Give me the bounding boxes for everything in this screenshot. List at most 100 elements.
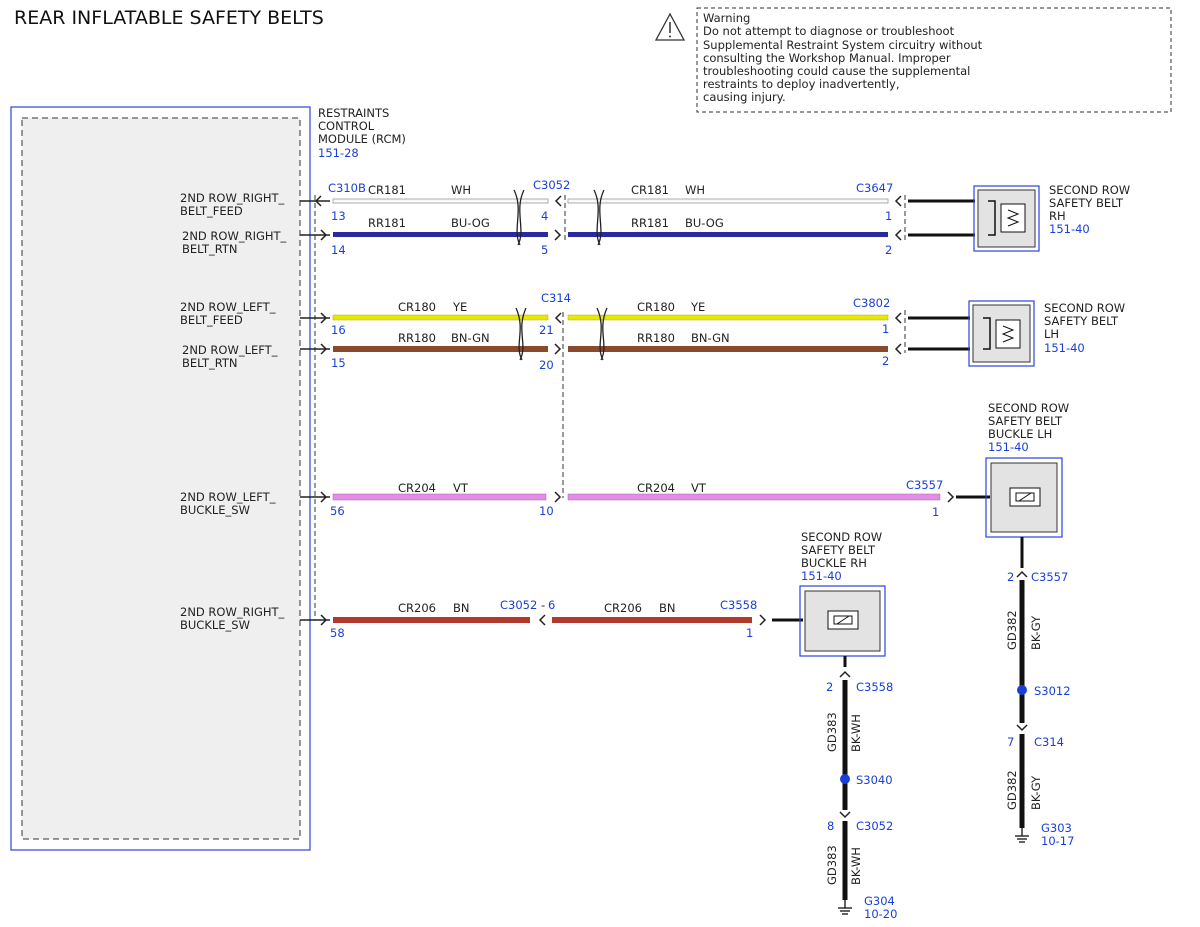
svg-text:BN: BN: [659, 601, 676, 615]
rcm-pin-labels: 2ND ROW_RIGHT_ BELT_FEED 2ND ROW_RIGHT_ …: [180, 191, 287, 632]
svg-text:YE: YE: [452, 300, 467, 314]
svg-text:GD382: GD382: [1005, 610, 1019, 650]
svg-text:BK-GY: BK-GY: [1029, 615, 1043, 650]
wire-cr180: [332, 314, 889, 321]
svg-text:2: 2: [885, 243, 892, 257]
svg-text:MODULE (RCM): MODULE (RCM): [318, 132, 406, 146]
svg-text:SAFETY BELT: SAFETY BELT: [988, 414, 1063, 428]
warning-box: [696, 7, 1172, 113]
svg-text:RR181: RR181: [368, 216, 406, 230]
svg-text:BUCKLE RH: BUCKLE RH: [801, 556, 867, 570]
twisted-pair-icon: [513, 189, 608, 361]
svg-text:58: 58: [330, 626, 345, 640]
svg-text:13: 13: [331, 209, 346, 223]
svg-text:C314: C314: [541, 291, 571, 305]
svg-text:CR204: CR204: [398, 481, 436, 495]
svg-text:CR206: CR206: [604, 601, 642, 615]
wire-cr204: [332, 493, 941, 501]
svg-text:2ND ROW_RIGHT_: 2ND ROW_RIGHT_: [182, 229, 287, 243]
svg-text:RESTRAINTS: RESTRAINTS: [318, 106, 389, 120]
svg-text:G304: G304: [864, 894, 895, 908]
safety-belt-buckle-lh-label: SECOND ROW SAFETY BELT BUCKLE LH 151-40: [988, 401, 1069, 454]
rcm-connector-label: C310B: [328, 181, 366, 195]
rcm-module-body: [21, 117, 301, 840]
svg-text:SECOND ROW: SECOND ROW: [1049, 183, 1130, 197]
svg-text:YE: YE: [690, 300, 705, 314]
svg-text:2: 2: [826, 680, 833, 694]
svg-text:BUCKLE_SW: BUCKLE_SW: [180, 503, 250, 517]
svg-text:8: 8: [827, 819, 834, 833]
ground-path-lh-labels: 2 C3557 GD382 BK-GY S3012 7 C314 GD382 B…: [1005, 570, 1074, 848]
splice-s3012-dot: [1017, 685, 1027, 695]
svg-text:Supplemental Restraint System: Supplemental Restraint System circuitry …: [703, 38, 983, 52]
ground-path-lh: [1015, 537, 1029, 843]
svg-text:151-40: 151-40: [1049, 222, 1090, 236]
svg-text:RR180: RR180: [637, 331, 675, 345]
svg-text:1: 1: [885, 209, 892, 223]
svg-text:C3557: C3557: [1031, 570, 1068, 584]
svg-text:BELT_RTN: BELT_RTN: [182, 356, 238, 370]
safety-belt-lh: [968, 300, 1035, 367]
connector-labels: C3052 C3647 C314 C3802 C3557 C3052 C3558: [500, 178, 943, 612]
rcm-pin-arrows: [314, 195, 328, 626]
svg-text:restraints to deploy inadverte: restraints to deploy inadvertently,: [703, 77, 900, 91]
safety-belt-rh: [973, 185, 1040, 252]
svg-text:5: 5: [541, 243, 548, 257]
svg-text:10-17: 10-17: [1041, 834, 1074, 848]
svg-text:consulting the Workshop Manual: consulting the Workshop Manual. Improper: [703, 51, 951, 65]
wire-labels: CR181 WH CR181 WH RR181 BU-OG RR181 BU-O…: [368, 183, 730, 615]
ground-path-rh: [838, 656, 852, 915]
svg-text:BU-OG: BU-OG: [685, 216, 724, 230]
svg-text:LH: LH: [1044, 327, 1059, 341]
svg-text:SECOND ROW: SECOND ROW: [1044, 301, 1125, 315]
svg-text:7: 7: [1007, 735, 1014, 749]
svg-text:20: 20: [539, 358, 554, 372]
right-connector-arrows: [759, 195, 955, 626]
svg-text:10: 10: [539, 504, 554, 518]
svg-text:10-20: 10-20: [864, 907, 897, 921]
svg-text:CR181: CR181: [631, 183, 669, 197]
svg-text:BELT_FEED: BELT_FEED: [180, 313, 243, 327]
svg-text:BUCKLE LH: BUCKLE LH: [988, 427, 1052, 441]
svg-text:C3802: C3802: [853, 296, 890, 310]
svg-text:RR180: RR180: [398, 331, 436, 345]
svg-text:21: 21: [539, 323, 554, 337]
svg-text:CR180: CR180: [398, 300, 436, 314]
svg-text:SAFETY BELT: SAFETY BELT: [801, 543, 876, 557]
mid-connector-arrows: [538, 195, 562, 626]
svg-text:BK-GY: BK-GY: [1029, 775, 1043, 810]
component-leads: [772, 199, 990, 622]
svg-text:Warning: Warning: [703, 11, 750, 25]
svg-text:C3052: C3052: [856, 819, 893, 833]
safety-belt-rh-label: SECOND ROW SAFETY BELT RH 151-40: [1049, 183, 1130, 236]
svg-text:BELT_RTN: BELT_RTN: [182, 242, 238, 256]
svg-text:C3052: C3052: [500, 598, 537, 612]
svg-text:2ND ROW_LEFT_: 2ND ROW_LEFT_: [182, 343, 278, 357]
svg-text:causing injury.: causing injury.: [703, 90, 786, 104]
svg-text:1: 1: [932, 505, 939, 519]
svg-text:GD382: GD382: [1005, 770, 1019, 810]
svg-text:2ND ROW_LEFT_: 2ND ROW_LEFT_: [180, 490, 276, 504]
svg-text:WH: WH: [685, 183, 705, 197]
svg-text:troubleshooting could cause th: troubleshooting could cause the suppleme…: [703, 64, 970, 78]
svg-text:S3012: S3012: [1034, 684, 1071, 698]
svg-text:CR181: CR181: [368, 183, 406, 197]
svg-text:SECOND ROW: SECOND ROW: [801, 530, 882, 544]
svg-text:1: 1: [746, 626, 753, 640]
svg-text:151-28: 151-28: [318, 146, 359, 160]
splice-s3040-dot: [840, 774, 850, 784]
svg-text:WH: WH: [451, 183, 471, 197]
svg-text:2ND ROW_LEFT_: 2ND ROW_LEFT_: [180, 300, 276, 314]
svg-text:GD383: GD383: [825, 845, 839, 885]
svg-text:VT: VT: [453, 481, 469, 495]
svg-text:16: 16: [331, 323, 346, 337]
svg-text:151-40: 151-40: [988, 440, 1029, 454]
svg-text:2ND ROW_RIGHT_: 2ND ROW_RIGHT_: [180, 605, 285, 619]
svg-text:CR204: CR204: [637, 481, 675, 495]
wire-cr181: [332, 198, 889, 204]
safety-belt-buckle-rh: [799, 585, 886, 657]
svg-text:151-40: 151-40: [801, 569, 842, 583]
svg-text:56: 56: [330, 504, 345, 518]
svg-text:Do not attempt to diagnose or: Do not attempt to diagnose or troublesho…: [703, 24, 955, 38]
